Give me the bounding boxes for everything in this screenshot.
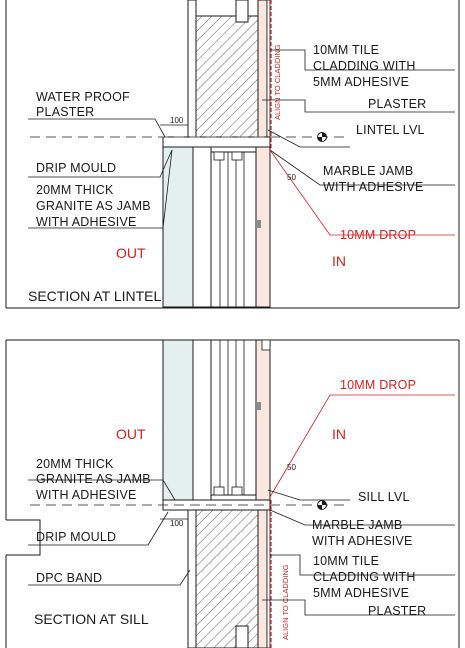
- sill-out: OUT: [116, 426, 146, 442]
- lintel-granite-1: 20MM THICK: [36, 183, 114, 197]
- lintel-tile-2: CLADDING WITH: [313, 59, 416, 73]
- lintel-top-notch: [235, 0, 249, 23]
- lintel-granite-3: WITH ADHESIVE: [36, 215, 137, 229]
- lintel-drop: 10MM DROP: [340, 228, 416, 242]
- sill-title: SECTION AT SILL: [34, 611, 149, 627]
- sill-level-symbol: [317, 500, 327, 510]
- sill-granite-3: WITH ADHESIVE: [36, 488, 137, 502]
- lintel-masonry-wall: [195, 15, 259, 139]
- sill-window-sash: [210, 339, 257, 496]
- sill-tile-2: CLADDING WITH: [313, 570, 416, 584]
- sill-level-label: SILL LVL: [358, 490, 410, 504]
- drawing-frame: [5, 0, 460, 648]
- sill-bottom-notch: [235, 625, 249, 648]
- lintel-align-text: ALIGN TO CLADDING: [273, 44, 282, 120]
- sill-outer-plaster: [187, 509, 197, 648]
- sill-dpc: DPC BAND: [36, 571, 102, 585]
- sill-drip: DRIP MOULD: [36, 530, 116, 544]
- sill-tile-3: 5MM ADHESIVE: [313, 586, 409, 600]
- lintel-window-sash: [210, 151, 257, 308]
- lintel-drip: DRIP MOULD: [36, 161, 116, 175]
- lintel-section: ALIGN TO CLADDING 100 50 WATER PROOF PLA…: [28, 0, 455, 308]
- sill-dpc-step: [6, 519, 41, 556]
- lintel-level-label: LINTEL LVL: [356, 123, 425, 137]
- lintel-tile-line: [266, 0, 271, 141]
- lintel-waterproof-1: WATER PROOF: [36, 90, 130, 104]
- sill-tile-line: [266, 509, 271, 648]
- lintel-out: OUT: [116, 245, 146, 261]
- lintel-dim-50: 50: [287, 173, 296, 182]
- lintel-granite-jamb: [162, 146, 194, 308]
- sill-tile-1: 10MM TILE: [313, 554, 379, 568]
- sill-section: ALIGN TO CLADDING 100 50 10MM DROP OUT I…: [6, 339, 455, 648]
- sill-drop: 10MM DROP: [340, 378, 416, 392]
- lintel-dim-100: 100: [170, 116, 184, 125]
- lintel-in: IN: [332, 253, 346, 269]
- sill-marble-2: WITH ADHESIVE: [312, 534, 413, 548]
- sill-marble-1: MARBLE JAMB: [312, 518, 402, 532]
- lintel-cladding-strip: [257, 0, 268, 141]
- sill-marble-jamb: [255, 339, 271, 501]
- lintel-granite-2: GRANITE AS JAMB: [36, 199, 151, 213]
- lintel-marble-2: WITH ADHESIVE: [323, 180, 424, 194]
- sill-align-text: ALIGN TO CLADDING: [281, 564, 290, 640]
- sill-masonry-wall: [195, 509, 259, 648]
- sill-window-frame: [192, 339, 212, 501]
- sill-dim-100: 100: [170, 519, 184, 528]
- sill-granite-jamb: [162, 339, 194, 501]
- lintel-drip-slab: [162, 136, 271, 148]
- sill-granite-2: GRANITE AS JAMB: [36, 472, 151, 486]
- sill-cladding-strip: [257, 509, 268, 648]
- sill-plaster: PLASTER: [368, 604, 426, 618]
- sill-dim-50: 50: [287, 463, 296, 472]
- lintel-tile-3: 5MM ADHESIVE: [313, 75, 409, 89]
- lintel-title: SECTION AT LINTEL: [28, 288, 162, 304]
- sill-granite-1: 20MM THICK: [36, 457, 114, 471]
- lintel-waterproof-2: PLASTER: [36, 105, 94, 119]
- lintel-level-symbol: [317, 132, 327, 142]
- lintel-plaster: PLASTER: [368, 97, 426, 111]
- sill-in: IN: [332, 426, 346, 442]
- lintel-tile-1: 10MM TILE: [313, 43, 379, 57]
- lintel-window-frame: [192, 146, 212, 308]
- lintel-outer-plaster: [187, 0, 197, 141]
- lintel-marble-1: MARBLE JAMB: [323, 164, 413, 178]
